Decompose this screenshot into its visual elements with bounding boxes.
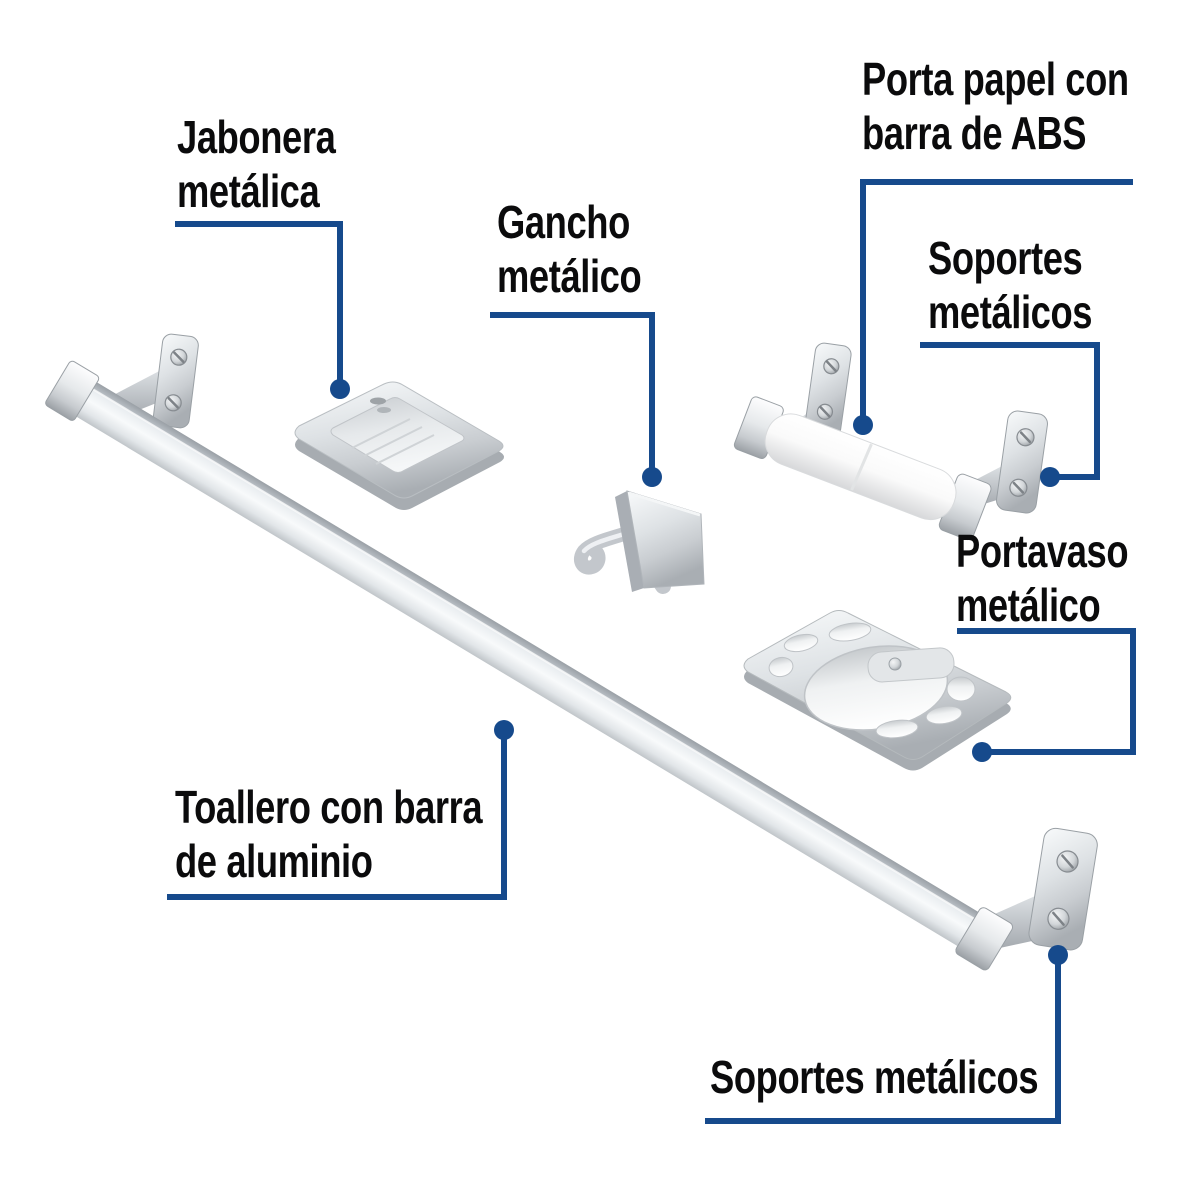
label-soportes-arriba-line1: Soportes: [928, 232, 1083, 284]
callout-porta-papel-line: [860, 179, 1133, 425]
label-toallero-line2: de aluminio: [175, 835, 373, 887]
callout-jabonera-line: [175, 221, 343, 389]
cup-holder-image: [743, 610, 1012, 771]
label-jabonera-line1: Jabonera: [177, 111, 336, 163]
label-portavaso: Portavaso metálico: [956, 524, 1129, 632]
label-soportes-abajo-line1: Soportes metálicos: [710, 1051, 1039, 1103]
label-toallero: Toallero con barra de aluminio: [175, 780, 483, 888]
label-portavaso-line2: metálico: [956, 579, 1101, 631]
callout-soportes-arriba-line: [920, 342, 1100, 480]
callout-jabonera-dot: [330, 379, 350, 399]
screw-icon: [888, 657, 902, 671]
soap-dish-image: [294, 381, 504, 510]
label-toallero-line1: Toallero con barra: [175, 781, 483, 833]
callout-lines: [167, 179, 1136, 1124]
label-porta-papel: Porta papel con barra de ABS: [862, 52, 1129, 160]
towel-bar-image: [45, 360, 1014, 971]
callout-gancho-line: [490, 312, 655, 477]
hook-image: [574, 490, 705, 594]
label-soportes-arriba: Soportes metálicos: [928, 231, 1092, 339]
callout-soportes-abajo-dot: [1048, 945, 1068, 965]
callout-soportes-abajo-line: [705, 955, 1061, 1124]
label-jabonera: Jabonera metálica: [177, 110, 336, 218]
label-porta-papel-line1: Porta papel con: [862, 53, 1129, 105]
label-gancho-line2: metálico: [497, 250, 642, 302]
label-jabonera-line2: metálica: [177, 165, 320, 217]
callout-soportes-arriba-dot: [1040, 467, 1060, 487]
label-portavaso-line1: Portavaso: [956, 525, 1129, 577]
callout-gancho-dot: [642, 467, 662, 487]
label-soportes-abajo: Soportes metálicos: [710, 1050, 1039, 1104]
callout-dots: [330, 379, 1068, 965]
callout-portavaso-line: [957, 628, 1136, 755]
callout-porta-papel-dot: [853, 415, 873, 435]
label-gancho-line1: Gancho: [497, 196, 630, 248]
paper-holder-image: [733, 342, 1048, 541]
callout-portavaso-dot: [972, 742, 992, 762]
callout-toallero-line: [167, 730, 507, 900]
label-porta-papel-line2: barra de ABS: [862, 107, 1087, 159]
label-gancho: Gancho metálico: [497, 195, 642, 303]
callout-toallero-dot: [494, 720, 514, 740]
label-soportes-arriba-line2: metálicos: [928, 286, 1093, 338]
